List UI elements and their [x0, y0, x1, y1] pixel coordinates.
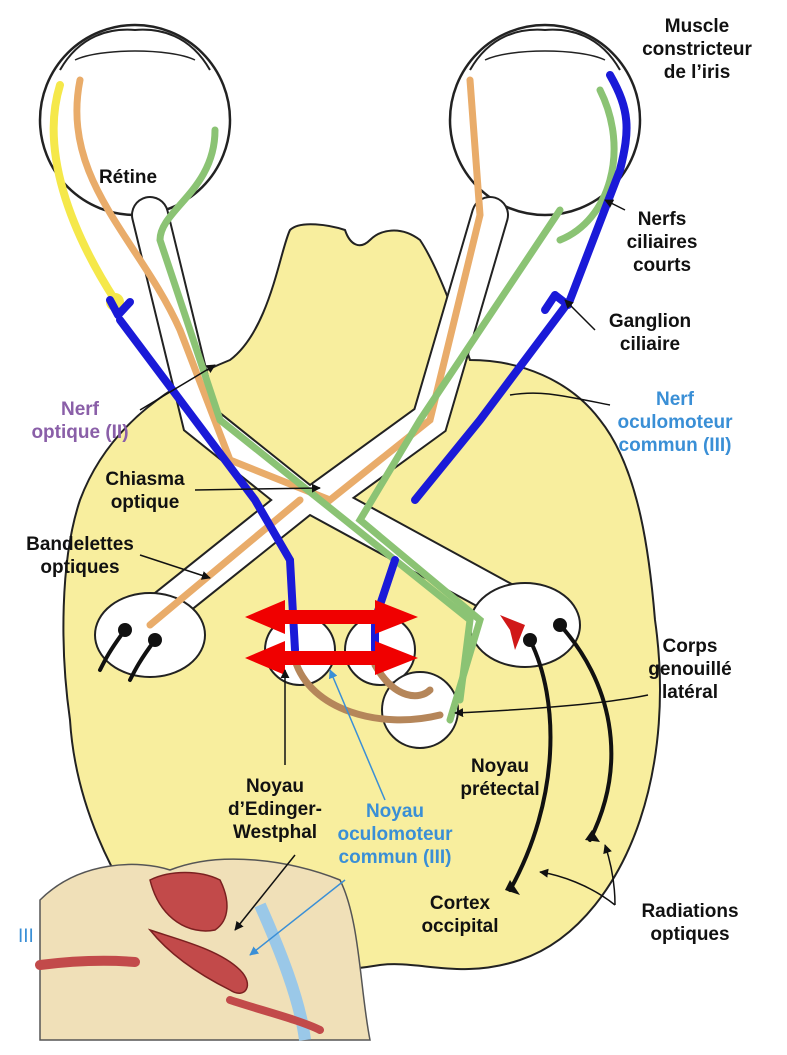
brainstem-inset [35, 858, 371, 1041]
label-line: constricteur [642, 39, 752, 60]
label-line: genouillé [648, 659, 732, 680]
label-iii: III [18, 925, 58, 948]
label-cortex-occipital: Cortex occipital [400, 892, 520, 938]
label-line: Rétine [98, 167, 158, 188]
label-line: Nerf [655, 389, 694, 410]
pretectal-interneurons [291, 656, 444, 724]
label-line: occipital [421, 916, 499, 937]
label-line: Westphal [232, 822, 318, 843]
label-retine: Rétine [78, 166, 178, 189]
label-line: de l’iris [663, 62, 731, 83]
label-line: oculomoteur [337, 824, 453, 845]
label-line: optique (II) [31, 422, 129, 443]
bidirectional-arrows [245, 600, 418, 675]
label-bandelettes-optiques: Bandelettes optiques [10, 533, 150, 579]
label-line: Chiasma [105, 469, 185, 490]
label-line: oculomoteur [617, 412, 733, 433]
label-ganglion-ciliaire: Ganglion ciliaire [585, 310, 715, 356]
label-line: d’Edinger- [228, 799, 322, 820]
label-nerf-oculomoteur: Nerf oculomoteur commun (III) [600, 388, 750, 457]
label-line: optiques [40, 557, 120, 578]
red-synapse [500, 615, 525, 650]
label-line: Nerfs [637, 209, 687, 230]
right-eyeball [448, 23, 642, 217]
label-noyau-edinger-westphal: Noyau d’Edinger- Westphal [205, 775, 345, 844]
label-line: ciliaires [626, 232, 698, 253]
label-corps-genouille: Corps genouillé latéral [640, 635, 740, 704]
label-radiations-optiques: Radiations optiques [615, 900, 765, 946]
label-line: optique [110, 492, 180, 513]
label-line: Noyau [365, 801, 425, 822]
orange-afferent-path [73, 76, 484, 505]
blue-leader-lines [249, 669, 386, 956]
label-line: Noyau [245, 776, 305, 797]
label-chiasma-optique: Chiasma optique [85, 468, 205, 514]
label-line: Muscle [664, 16, 730, 37]
label-line: commun (III) [338, 847, 452, 868]
label-line: III [18, 926, 34, 947]
label-line: latéral [662, 682, 718, 703]
label-line: Ganglion [608, 311, 692, 332]
label-line: optiques [650, 924, 730, 945]
label-line: Bandelettes [26, 534, 134, 555]
label-line: Noyau [470, 756, 530, 777]
yellow-afferent-path [49, 81, 119, 304]
radiation-endings [118, 618, 600, 895]
lateral-geniculate-bodies [94, 582, 581, 678]
label-line: Corps [662, 636, 718, 657]
label-noyau-pretectal: Noyau prétectal [440, 755, 560, 801]
label-muscle-constricteur: Muscle constricteur de l’iris [612, 15, 782, 84]
label-nerf-optique: Nerf optique (II) [10, 398, 150, 444]
label-line: courts [632, 255, 692, 276]
label-line: Radiations [641, 901, 739, 922]
label-nerfs-ciliaires-courts: Nerfs ciliaires courts [612, 208, 712, 277]
label-line: Nerf [60, 399, 99, 420]
green-afferent-path [156, 126, 474, 704]
label-noyau-oculomoteur: Noyau oculomoteur commun (III) [320, 800, 470, 869]
label-line: Cortex [429, 893, 491, 914]
label-line: commun (III) [618, 435, 732, 456]
leader-lines [139, 199, 649, 931]
label-line: prétectal [460, 779, 540, 800]
label-line: ciliaire [619, 334, 681, 355]
